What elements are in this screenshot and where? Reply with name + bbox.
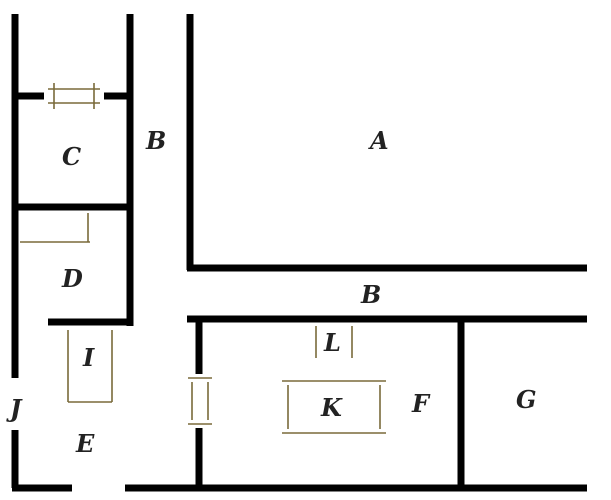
label-b-lower: B [360, 280, 381, 309]
label-k: K [320, 393, 343, 422]
label-l: L [323, 328, 341, 357]
label-d: D [61, 264, 83, 293]
door-f-left [188, 377, 212, 425]
label-c: C [62, 142, 81, 171]
label-f: F [411, 389, 431, 418]
door-l [315, 326, 353, 358]
label-a: A [368, 126, 389, 155]
label-b-upper: B [145, 126, 166, 155]
label-e: E [75, 429, 95, 458]
door-i [67, 330, 113, 403]
label-i: I [82, 343, 95, 372]
door-c-top [48, 83, 100, 109]
label-g: G [516, 385, 537, 414]
door-k [282, 380, 386, 434]
label-j: J [6, 394, 23, 423]
door-d-top [20, 213, 90, 243]
